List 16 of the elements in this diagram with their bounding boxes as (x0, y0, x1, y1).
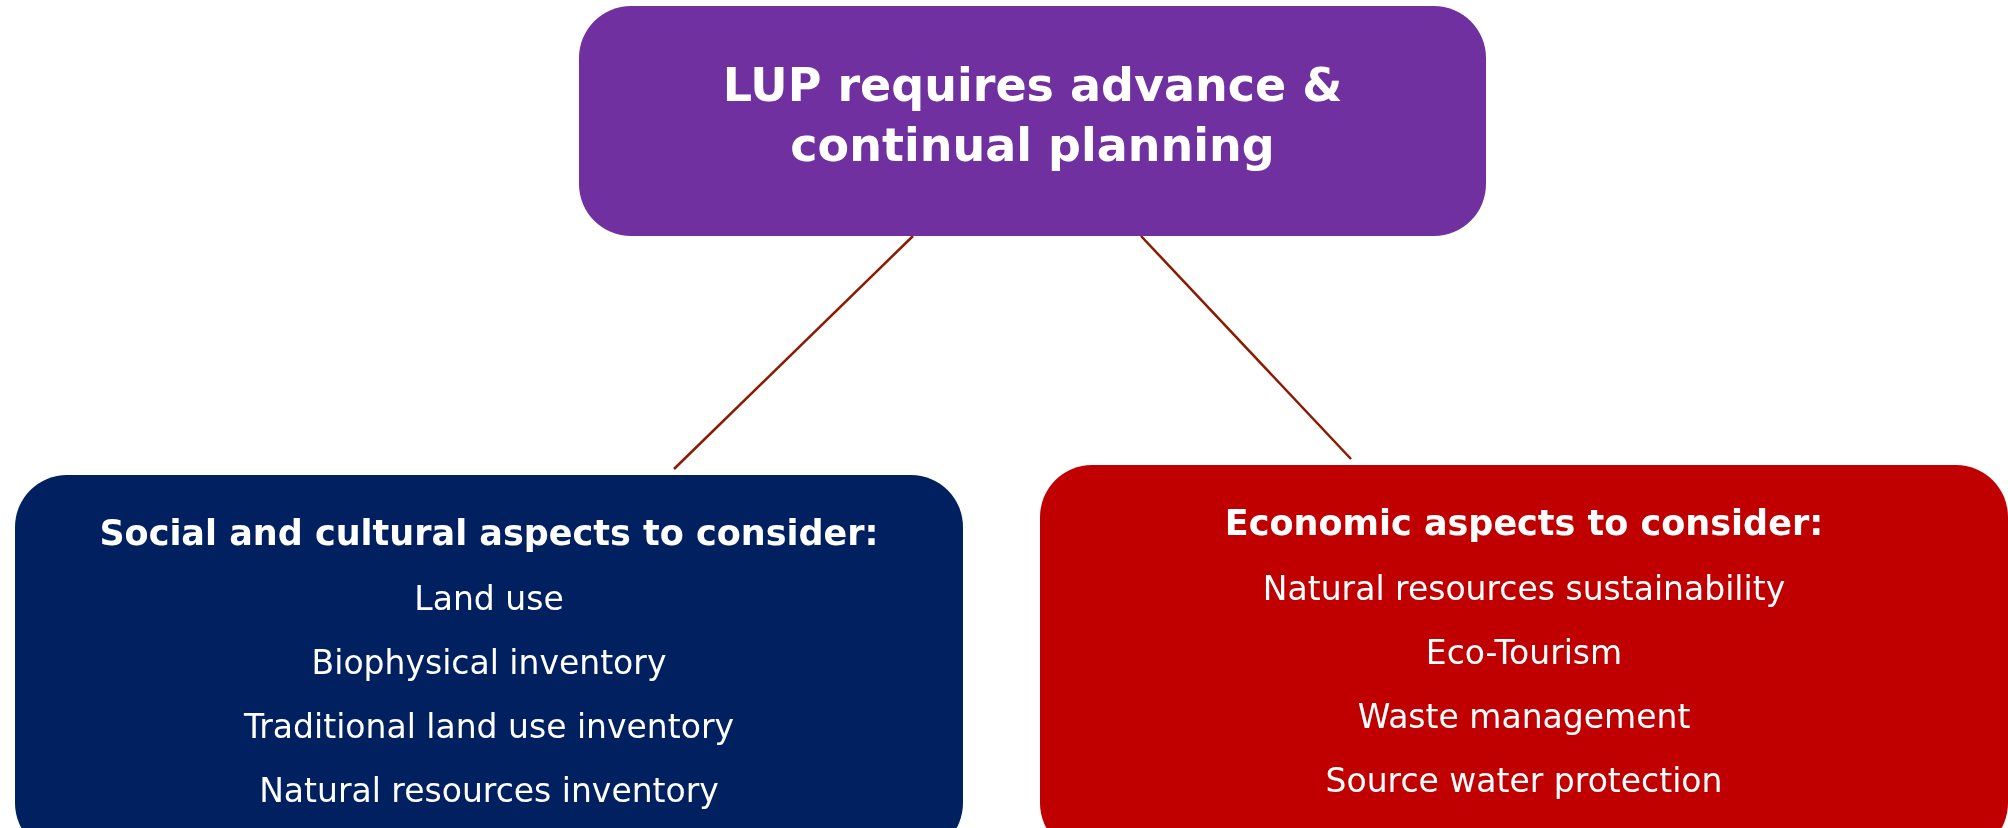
list-item: Biophysical inventory (311, 641, 667, 684)
list-item: Eco-Tourism (1425, 631, 1623, 674)
connector-line (673, 235, 914, 470)
list-item: Source water protection (1325, 759, 1723, 802)
box-heading: Social and cultural aspects to consider: (99, 512, 879, 555)
list-item: Land use (414, 577, 564, 620)
list-item: Natural resources inventory (259, 769, 719, 812)
box-heading: LUP requires advance & continual planning (721, 57, 1344, 174)
category-box (1040, 465, 2008, 828)
box-heading: Economic aspects to consider: (1224, 502, 1824, 545)
category-box (15, 475, 963, 828)
title-box (579, 6, 1486, 236)
list-item: Waste management (1357, 695, 1691, 738)
list-item: Natural resources sustainability (1262, 567, 1786, 610)
connector-line (1140, 235, 1352, 460)
list-item: Traditional land use inventory (244, 705, 734, 748)
